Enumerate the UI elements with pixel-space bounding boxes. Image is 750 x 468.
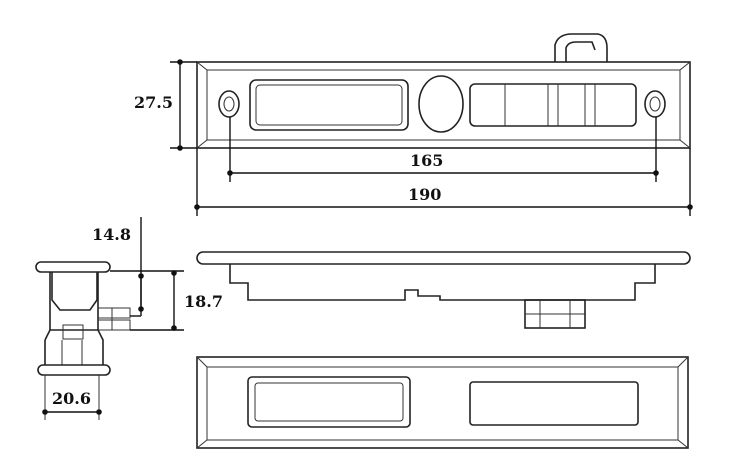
dim-screw-spacing: 165 (410, 151, 443, 170)
dim-end-width: 20.6 (52, 389, 91, 408)
front-view: 27.5 165 190 (134, 33, 693, 216)
end-view: 20.6 14.8 18.7 (35, 217, 223, 420)
screw-icon (218, 90, 240, 118)
center-knob (418, 75, 464, 133)
right-slot (469, 83, 637, 127)
side-view (196, 251, 691, 329)
front-plate-outer (196, 61, 691, 149)
dim-body-depth: 18.7 (184, 292, 223, 311)
hook-tab (554, 33, 608, 62)
back-view (196, 356, 689, 449)
left-slot (249, 79, 409, 131)
screw-icon (644, 90, 666, 118)
dim-height-front: 27.5 (134, 93, 173, 112)
dim-overall-length: 190 (408, 185, 441, 204)
dim-latch-offset: 14.8 (92, 225, 131, 244)
